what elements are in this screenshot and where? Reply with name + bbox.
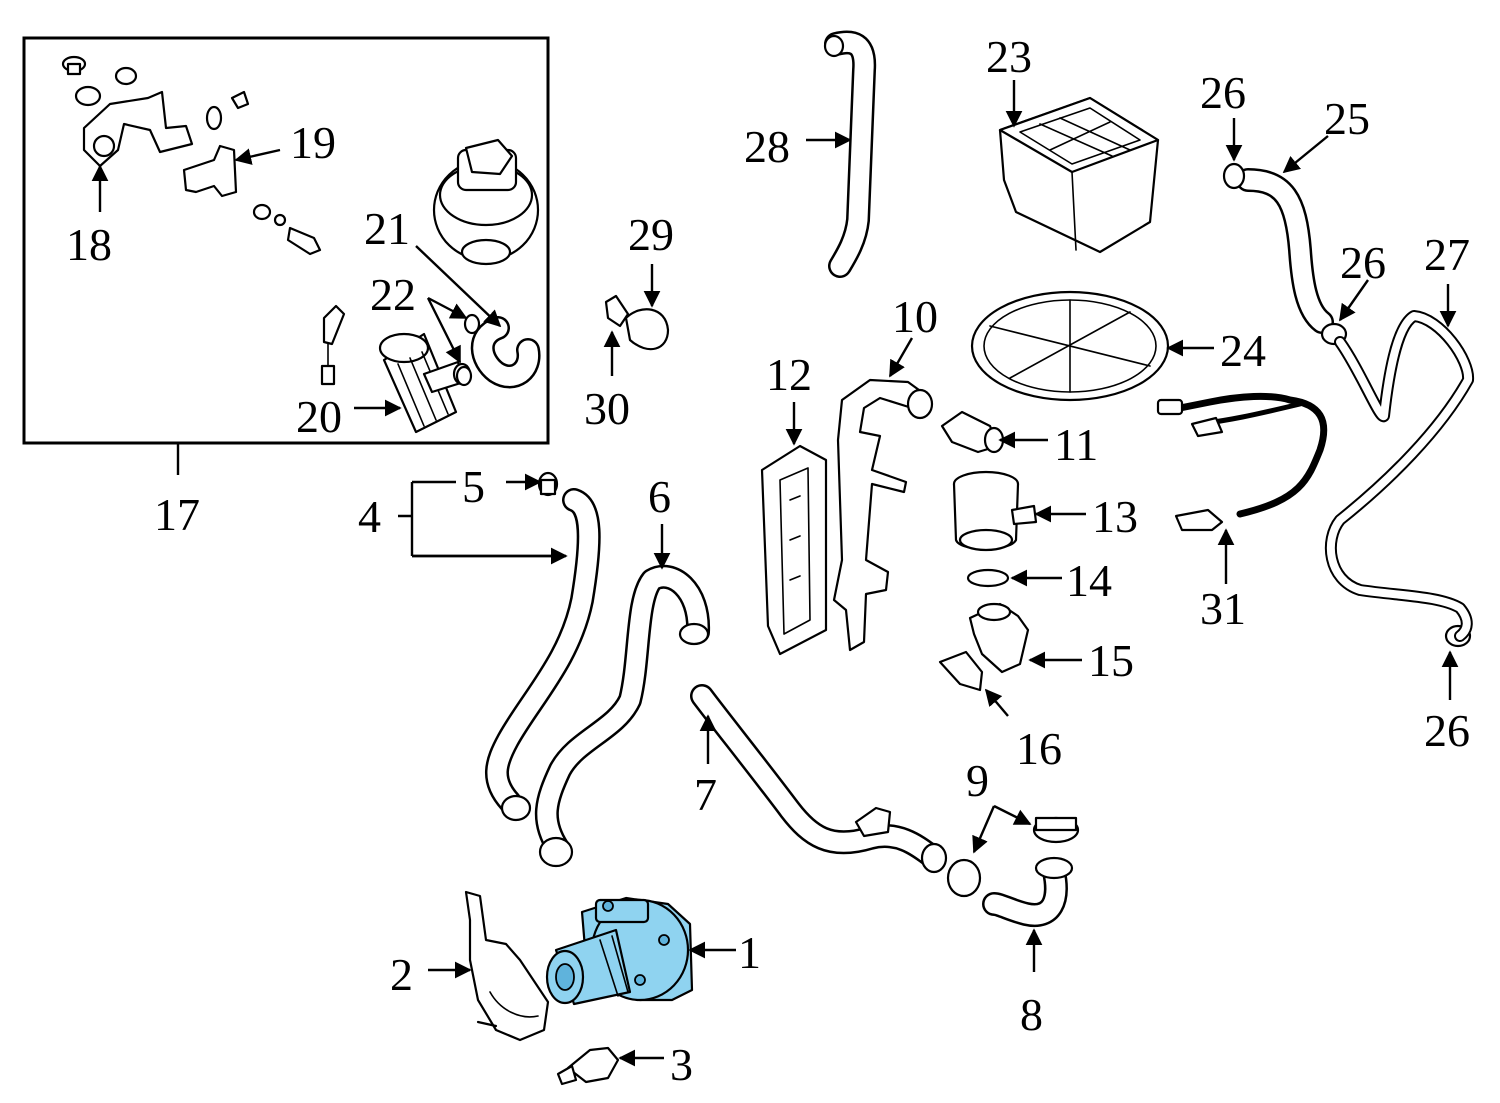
callout-9: 9: [966, 755, 989, 806]
part-16-gasket: [938, 650, 984, 692]
callout-26b: 26: [1340, 237, 1386, 288]
callout-11: 11: [1054, 419, 1098, 470]
callout-14: 14: [1066, 555, 1112, 606]
part-25-hose: [1236, 168, 1334, 334]
leader-arrows: [91, 80, 1459, 1067]
part-9-clamps: [946, 816, 1080, 898]
part-23-air-box: [998, 96, 1160, 254]
callout-13: 13: [1092, 491, 1138, 542]
part-8-elbow: [982, 856, 1074, 927]
callout-2: 2: [390, 949, 413, 1000]
callout-17: 17: [154, 489, 200, 540]
part-28-hose: [823, 30, 877, 278]
callout-30: 30: [584, 383, 630, 434]
inset-box: [22, 36, 550, 445]
callout-25: 25: [1324, 93, 1370, 144]
part-19-sensor: [182, 90, 322, 256]
callout-28: 28: [744, 121, 790, 172]
part-1-air-pump: [545, 896, 694, 1006]
callout-10: 10: [892, 291, 938, 342]
part-6-hose: [534, 564, 711, 868]
callout-4: 4: [358, 491, 381, 542]
part-3-sensor: [556, 1046, 620, 1086]
inset-connector: [320, 304, 346, 386]
callout-3: 3: [670, 1039, 693, 1090]
callout-7: 7: [694, 769, 717, 820]
part-22-clamps: [455, 313, 481, 387]
callout-12: 12: [766, 349, 812, 400]
callout-5: 5: [462, 461, 485, 512]
part-21-hose: [470, 316, 541, 389]
part-20-filter: [378, 332, 472, 434]
part-10-bracket: [832, 378, 934, 652]
callout-20: 20: [296, 391, 342, 442]
part-29-30-sensor: [604, 294, 670, 351]
part-13-valve: [952, 470, 1038, 552]
callout-6: 6: [648, 471, 671, 522]
callout-18: 18: [66, 219, 112, 270]
callout-26a: 26: [1200, 67, 1246, 118]
part-27-pipe: [1324, 310, 1474, 642]
callout-26c: 26: [1424, 705, 1470, 756]
part-2-bracket: [464, 890, 550, 1042]
inset-air-pump-valve: [432, 138, 540, 266]
callout-labels: 1 2 3 4 5 6 7 8 9 10 11 12 13 14 15 16 1…: [66, 31, 1470, 1090]
part-24-filter-element: [970, 290, 1170, 402]
callout-22: 22: [370, 269, 416, 320]
part-4-hose: [484, 488, 601, 822]
part-14-gasket: [966, 568, 1010, 588]
callout-31: 31: [1200, 583, 1246, 634]
callout-21: 21: [364, 203, 410, 254]
callout-1: 1: [738, 927, 761, 978]
callout-24: 24: [1220, 325, 1266, 376]
callout-29: 29: [628, 209, 674, 260]
callout-16: 16: [1016, 723, 1062, 774]
callout-8: 8: [1020, 989, 1043, 1040]
callout-23: 23: [986, 31, 1032, 82]
callout-27: 27: [1424, 229, 1470, 280]
part-31-o2-sensors: [1156, 392, 1328, 532]
part-7-pipe: [690, 684, 948, 874]
part-11-connector: [940, 410, 1005, 454]
callout-15: 15: [1088, 635, 1134, 686]
part-5-clamp: [537, 471, 559, 497]
part-12-shield: [760, 444, 828, 656]
part-15-valve-body: [968, 602, 1030, 674]
part-18-bracket: [61, 55, 194, 168]
callout-19: 19: [290, 117, 336, 168]
